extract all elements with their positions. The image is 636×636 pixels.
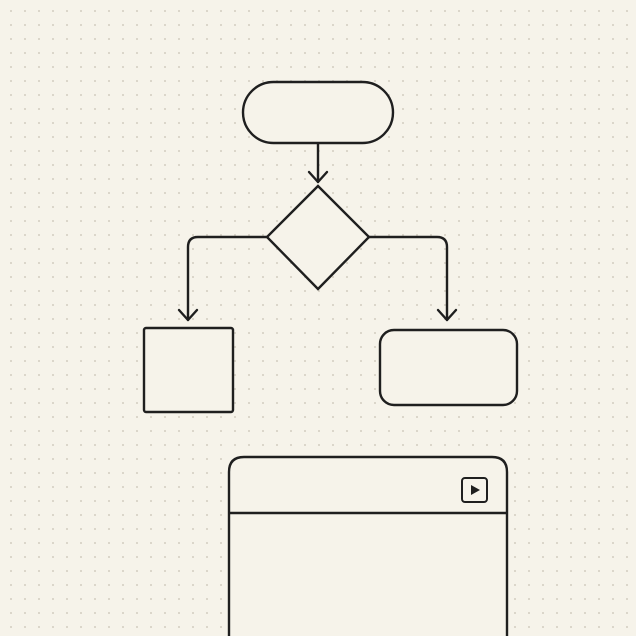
play-icon xyxy=(471,485,480,495)
right-process-node[interactable] xyxy=(378,328,519,407)
play-button[interactable] xyxy=(461,477,488,503)
decision-diamond-node[interactable] xyxy=(265,184,371,291)
window-frame xyxy=(227,455,509,636)
edge-decision-to-left xyxy=(177,235,269,322)
left-process-node[interactable] xyxy=(142,326,235,414)
start-terminator-node[interactable] xyxy=(241,80,395,145)
edge-start-to-decision xyxy=(307,141,329,184)
preview-window-node[interactable] xyxy=(227,455,509,636)
edge-decision-to-right xyxy=(367,235,458,322)
